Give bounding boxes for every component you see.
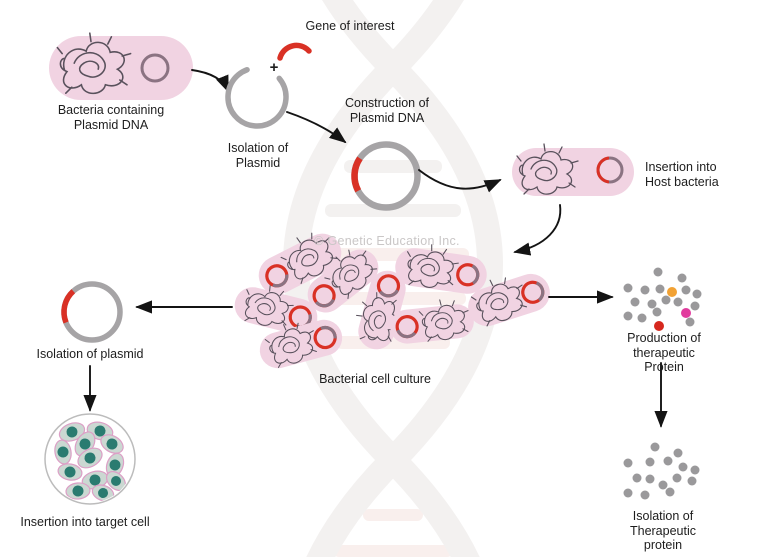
arrow-construction-to-host: [418, 169, 502, 193]
label-insertion-host: Insertion into Host bacteria: [645, 160, 719, 189]
arrow-source-to-isolation: [191, 69, 229, 93]
recombinant-plasmid-ring-icon: [596, 156, 624, 184]
target-cell: [100, 434, 124, 454]
target-cell-dish: [44, 413, 136, 505]
watermark-text: © Genetic Education Inc.: [314, 234, 460, 248]
host-bacterium: [512, 143, 634, 196]
bacterial-cell-culture: [234, 224, 550, 370]
culture-bacterium: [395, 241, 487, 294]
plus-sign: +: [269, 59, 279, 76]
culture-bacterium: [390, 296, 474, 344]
source-bacterium: [49, 32, 193, 100]
arrow-isolation-to-construction: [286, 111, 347, 144]
culture-bacterium: [259, 317, 343, 370]
culture-bacterium: [307, 239, 383, 313]
label-production-protein: Production of therapeutic Protein: [627, 331, 701, 374]
gene-of-interest-arc-icon: [277, 42, 312, 61]
target-cell: [65, 482, 91, 500]
therapeutic-protein-dots: [623, 267, 702, 331]
label-isolation-plasmid-top: Isolation of Plasmid: [227, 141, 289, 170]
arrow-host-to-culture: [513, 204, 562, 256]
culture-bacterium: [467, 270, 550, 329]
label-bacteria-plasmid: Bacteria containing Plasmid DNA: [57, 103, 165, 132]
constructed-plasmid-ring: [351, 141, 421, 211]
isolated-plasmid-open-ring: [225, 65, 289, 129]
plasmid-ring-icon: [140, 53, 170, 83]
target-cell: [57, 463, 83, 481]
isolated-plasmid-left-ring: [61, 281, 123, 343]
label-construction-plasmid: Construction of Plasmid DNA: [344, 96, 430, 125]
culture-bacterium: [258, 224, 343, 295]
isolated-protein-dots: [623, 442, 700, 500]
target-cell: [105, 452, 125, 478]
protein-dot-magenta: [681, 308, 691, 318]
label-insertion-target-cell: Insertion into target cell: [20, 515, 150, 529]
protein-dot-red: [654, 321, 664, 331]
target-cell: [77, 447, 103, 469]
protein-dot-orange: [667, 287, 677, 297]
target-cell: [58, 422, 86, 442]
label-isolation-plasmid-left: Isolation of plasmid: [36, 347, 144, 361]
label-bacterial-culture: Bacterial cell culture: [319, 372, 431, 386]
label-isolation-therapeutic: Isolation of Therapeutic protein: [629, 509, 696, 552]
label-gene-of-interest: Gene of interest: [305, 19, 395, 33]
